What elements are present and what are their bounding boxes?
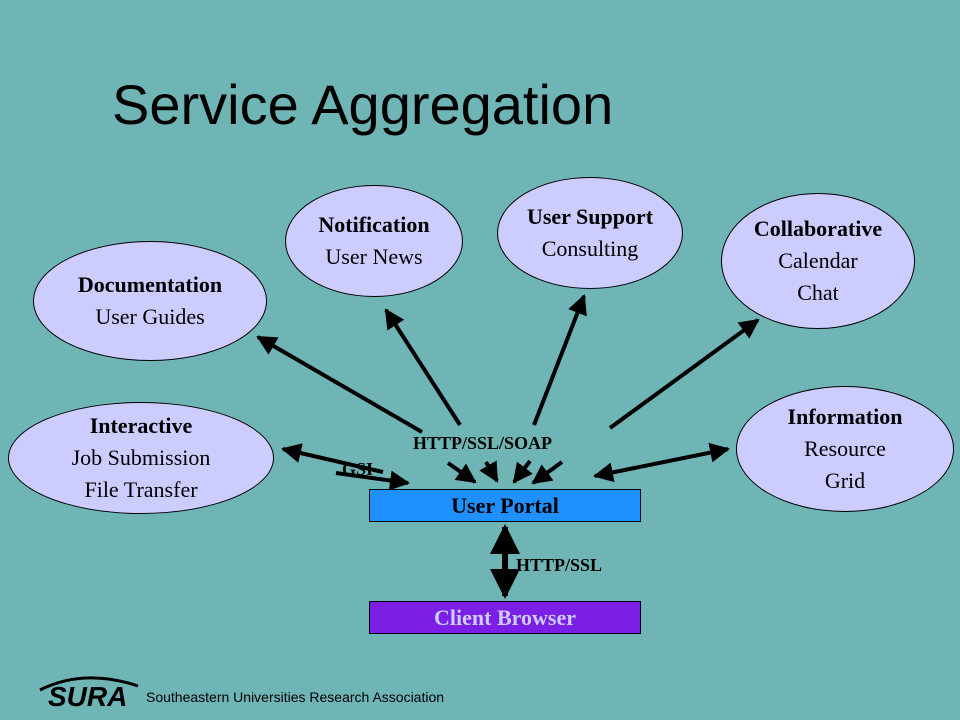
node-interactive-line2: File Transfer	[84, 477, 198, 502]
node-interactive-line1: Job Submission	[71, 445, 211, 470]
node-user-support: User Support Consulting	[497, 177, 683, 289]
node-notification-line1: User News	[325, 244, 423, 269]
arrow-gsi	[335, 470, 410, 491]
sura-logo: SURA	[39, 676, 139, 712]
node-interactive-head: Interactive	[89, 413, 193, 438]
node-collaborative-head: Collaborative	[753, 216, 883, 241]
arrow-soap-4	[531, 460, 564, 485]
node-collaborative-line1: Calendar	[778, 248, 858, 273]
arrow-soap-2	[479, 460, 499, 483]
arrow-to-notification	[384, 308, 462, 427]
node-notification-head: Notification	[318, 212, 430, 237]
arrow-to-documentation	[256, 335, 424, 434]
node-information-line1: Resource	[804, 436, 886, 461]
arrow-to-user-support	[532, 294, 587, 426]
arrow-to-information	[593, 442, 730, 483]
node-user-support-head: User Support	[526, 204, 654, 229]
node-notification: Notification User News	[285, 185, 463, 297]
node-information-head: Information	[787, 404, 903, 429]
node-collaborative: Collaborative Calendar Chat	[721, 193, 915, 329]
footer-organization: Southeastern Universities Research Assoc…	[146, 689, 445, 705]
node-documentation-line1: User Guides	[95, 304, 205, 329]
arrow-soap-1	[446, 461, 477, 484]
sura-logo-text: SURA	[48, 681, 127, 712]
user-portal-box: User Portal	[369, 489, 641, 522]
node-interactive: Interactive Job Submission File Transfer	[8, 402, 274, 514]
node-information: Information Resource Grid	[736, 386, 954, 512]
node-collaborative-line2: Chat	[797, 280, 839, 305]
slide-title: Service Aggregation	[112, 73, 614, 136]
node-documentation-head: Documentation	[77, 272, 223, 297]
arrow-to-interactive	[281, 443, 384, 474]
arrow-soap-3	[512, 459, 533, 484]
node-documentation: Documentation User Guides	[33, 241, 267, 361]
label-http-ssl: HTTP/SSL	[516, 555, 603, 575]
label-http-ssl-soap: HTTP/SSL/SOAP	[413, 433, 553, 453]
label-gsi: GSI	[342, 459, 374, 479]
node-user-support-line1: Consulting	[541, 236, 639, 261]
node-information-line2: Grid	[824, 468, 866, 493]
arrow-to-collaborative	[608, 318, 760, 430]
client-browser-box: Client Browser	[369, 601, 641, 634]
